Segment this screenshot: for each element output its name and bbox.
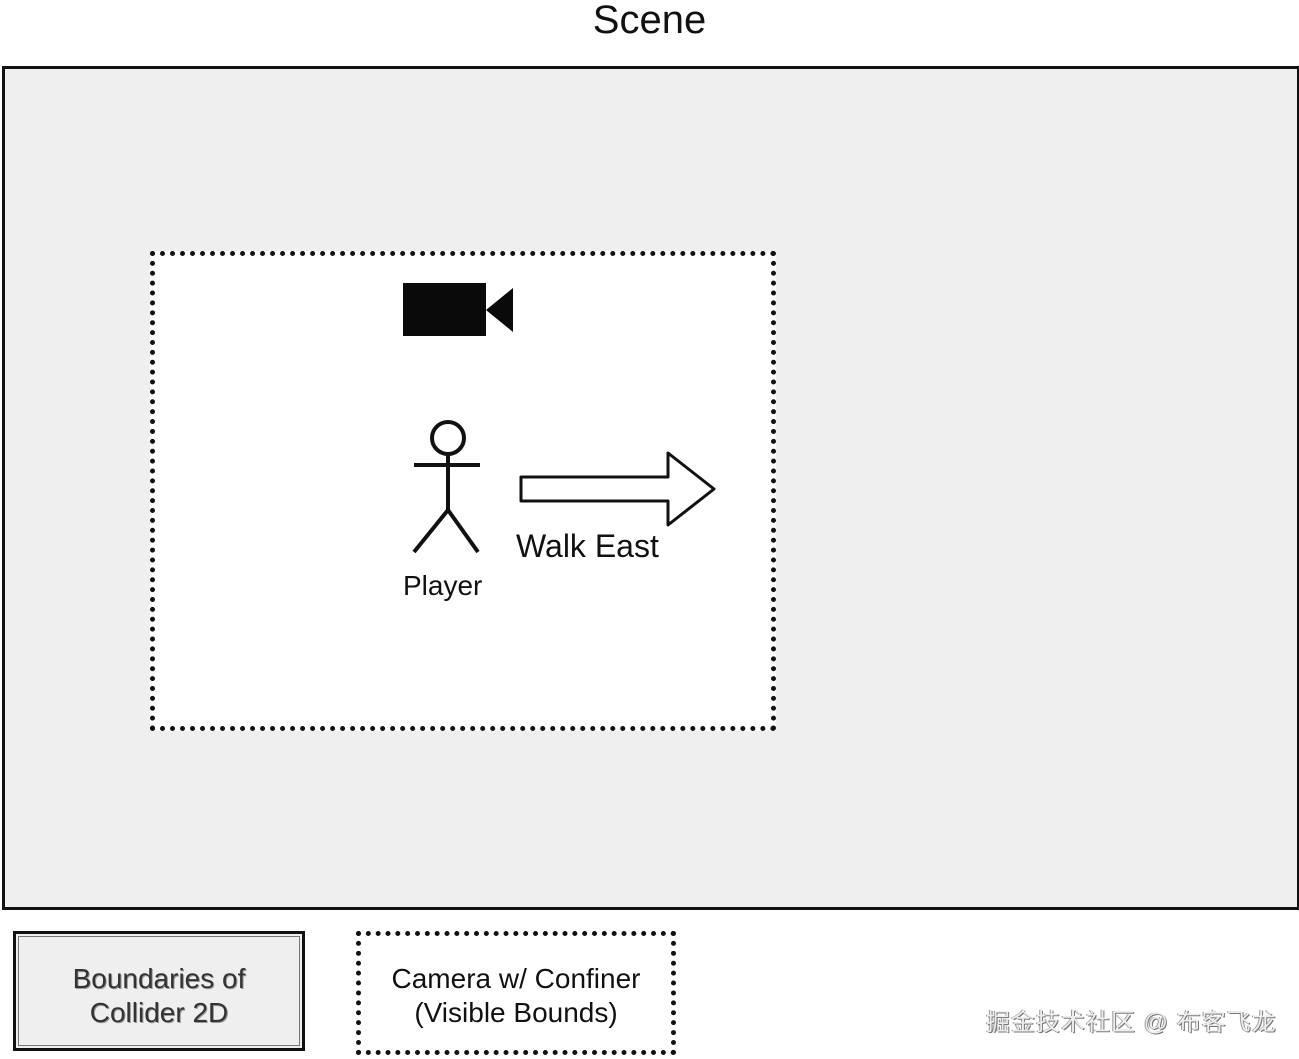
legend-camera-confiner: Camera w/ Confiner (Visible Bounds) [356,931,676,1055]
legend-collider-boundaries: Boundaries of Collider 2D [13,931,305,1051]
watermark: 掘金技术社区 @ 布客飞龙 [986,1009,1277,1036]
legend-collider-line2: Collider 2D [89,997,229,1028]
player-label: Player [403,570,483,601]
legend-collider-line1: Boundaries of [72,963,246,994]
legend-collider-text: Boundaries of Collider 2D [16,962,302,1030]
diagram-title: Scene [592,0,707,42]
stick-figure-icon [412,420,480,554]
legend-camera-line2: (Visible Bounds) [414,997,618,1028]
legend-camera-line1: Camera w/ Confiner [391,963,641,994]
arrow-right-outline-icon [519,451,716,527]
walk-east-label: Walk East [516,528,659,564]
legend-camera-text: Camera w/ Confiner (Visible Bounds) [361,962,671,1030]
video-camera-icon [403,283,513,336]
